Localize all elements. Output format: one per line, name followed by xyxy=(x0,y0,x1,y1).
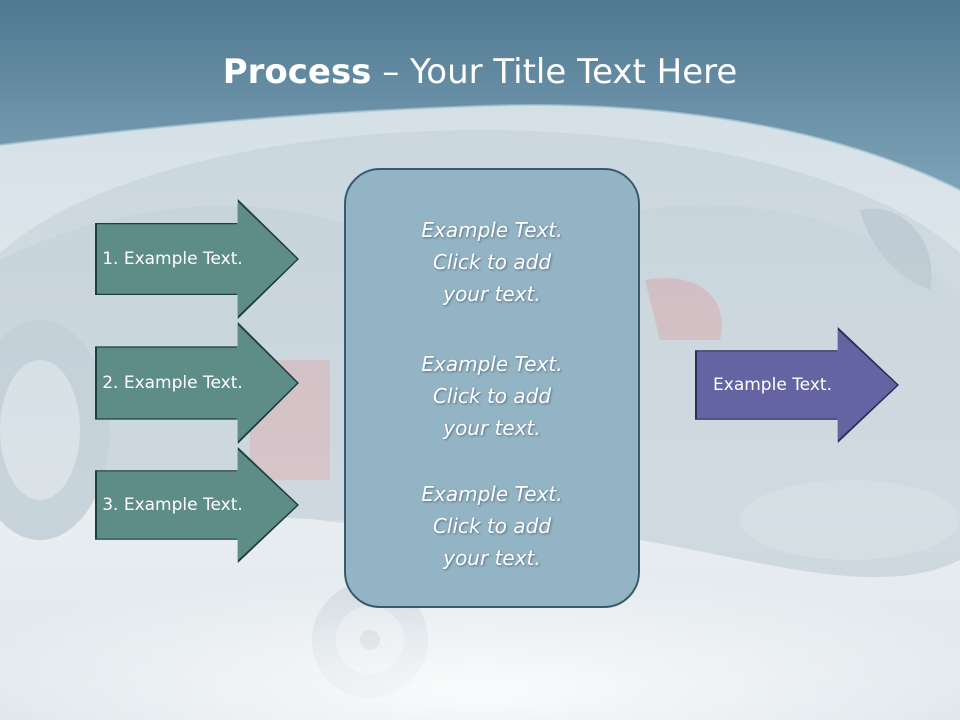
step-3-label: 3. Example Text. xyxy=(102,495,243,515)
center-block-1-line-3: your text. xyxy=(443,282,541,306)
center-block-3-line-1: Example Text. xyxy=(421,482,563,506)
title-bold-text: Process xyxy=(222,52,372,92)
title-rest-text: – Your Title Text Here xyxy=(371,52,738,92)
center-text-block-1: Example Text. Click to add your text. xyxy=(346,214,638,310)
center-block-3-line-2: Click to add xyxy=(432,514,552,538)
center-block-2-line-1: Example Text. xyxy=(421,352,563,376)
center-block-2-line-3: your text. xyxy=(443,416,541,440)
center-block-3-line-3: your text. xyxy=(443,546,541,570)
center-text-box[interactable]: Example Text. Click to add your text. Ex… xyxy=(344,168,640,608)
center-text-block-3: Example Text. Click to add your text. xyxy=(346,478,638,574)
center-block-2-line-2: Click to add xyxy=(432,384,552,408)
step-1-label: 1. Example Text. xyxy=(102,249,243,269)
slide-title: Process – Your Title Text Here xyxy=(0,52,960,92)
center-block-1-line-2: Click to add xyxy=(432,250,552,274)
center-text-block-2: Example Text. Click to add your text. xyxy=(346,348,638,444)
result-label: Example Text. xyxy=(713,375,832,395)
step-2-label: 2. Example Text. xyxy=(102,373,243,393)
center-block-1-line-1: Example Text. xyxy=(421,218,563,242)
